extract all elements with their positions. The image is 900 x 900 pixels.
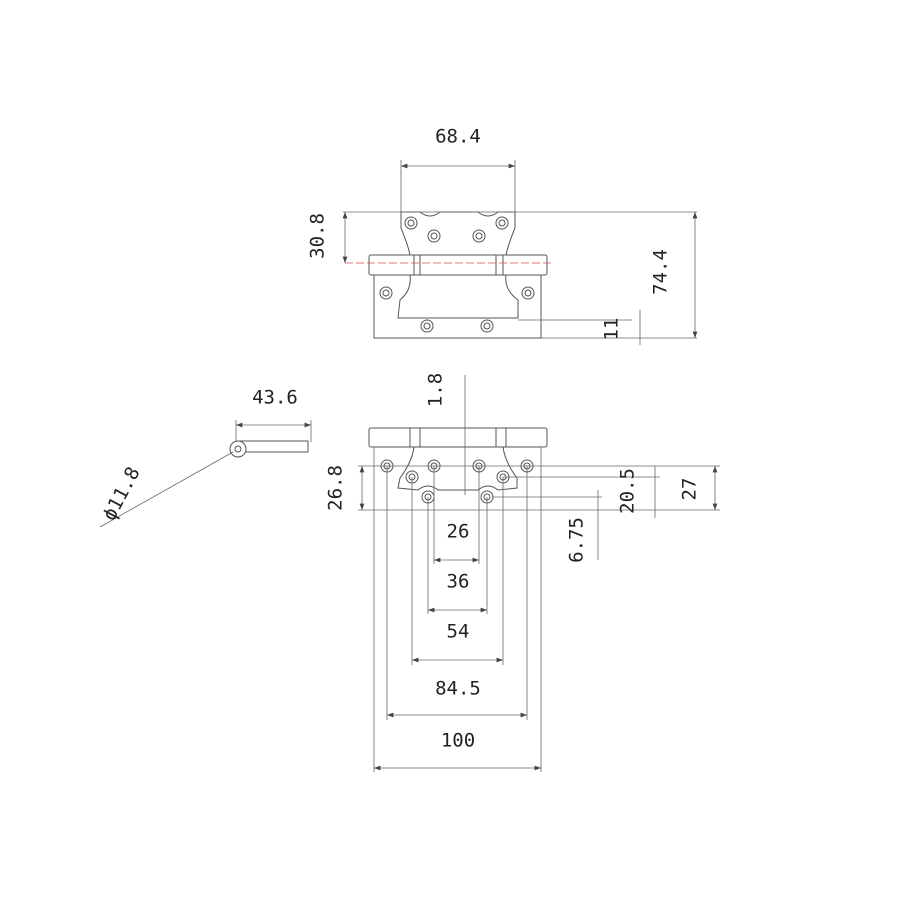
dim-20-5: 20.5: [617, 468, 639, 514]
dim-6-75: 6.75: [566, 517, 588, 563]
dim-84-5: 84.5: [435, 678, 481, 700]
dim-26-8: 26.8: [325, 465, 347, 511]
dim-68-4: 68.4: [435, 126, 481, 148]
dim-phi-11-8: ϕ11.8: [98, 463, 144, 524]
front-view: 1.8 26.8 27 20.5 6.75 26 36 54 84.5 100: [325, 373, 720, 772]
dim-1-8: 1.8: [425, 373, 447, 407]
top-view: 68.4 30.8 74.4 11: [307, 126, 698, 345]
dim-74-4: 74.4: [650, 249, 672, 295]
dim-43-6: 43.6: [252, 387, 298, 409]
side-view: 43.6 ϕ11.8: [98, 387, 312, 528]
dim-36: 36: [447, 571, 470, 593]
front-holes: [380, 459, 534, 504]
dim-11: 11: [601, 318, 623, 341]
top-holes: [379, 216, 535, 333]
dim-100: 100: [441, 730, 475, 752]
dim-54: 54: [447, 621, 470, 643]
dim-30-8: 30.8: [307, 213, 329, 259]
dim-26: 26: [447, 521, 470, 543]
dim-27: 27: [679, 478, 701, 501]
